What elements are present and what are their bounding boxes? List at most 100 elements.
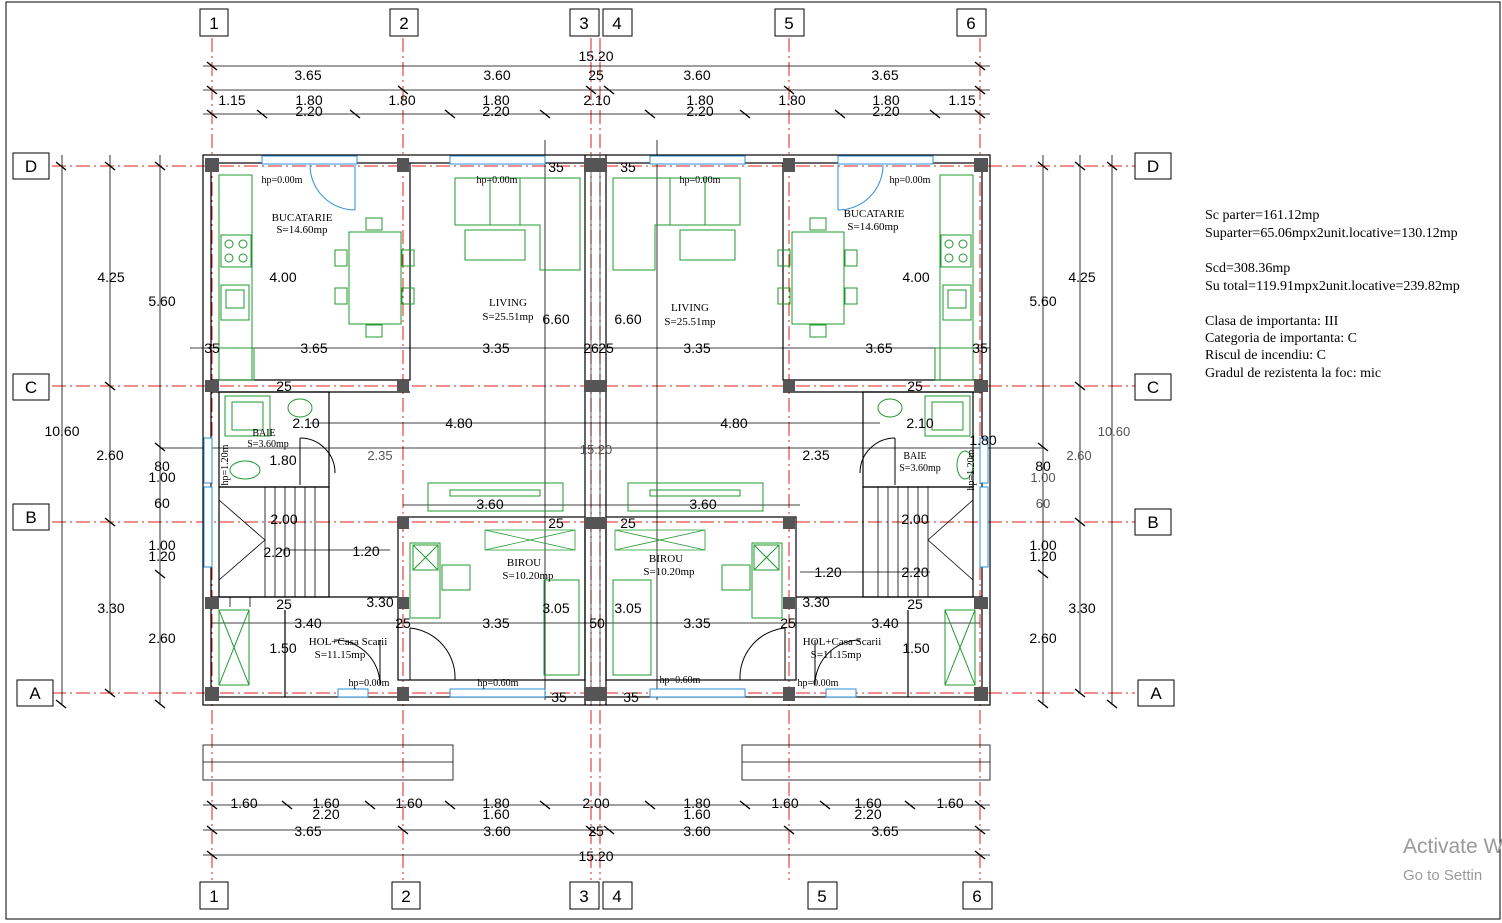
shelf-right (627, 482, 764, 512)
activate-windows-link[interactable]: Go to Settin (1403, 867, 1482, 884)
dim-corr-left: 4.80 (445, 415, 472, 431)
drawing-frame (5, 1, 1501, 920)
dim-right-b1: 2.60 (1029, 630, 1056, 646)
dim-mid: 15.20 (580, 442, 613, 457)
dim-top-r3-8: 1.15 (948, 92, 975, 108)
dim-top-r3-0: 1.15 (218, 92, 245, 108)
dim-top-sub-2: 2.20 (686, 103, 713, 119)
axis-4-bottom: 4 (612, 887, 621, 906)
dim-texts-inner: 3.65 4.00 3.35 6.60 3.65 4.00 3.35 6.60 … (204, 159, 997, 705)
dim-bot-r2-4: 3.65 (871, 823, 898, 839)
note-riscul: Riscul de incendiu: C (1205, 348, 1326, 363)
room-kitchen-left-area: S=14.60mp (276, 224, 328, 236)
hp-office-left: hp=0.60m (478, 678, 519, 689)
dim-bot-r1-2: 1.60 (395, 795, 422, 811)
dim-left-b0: 5.60 (148, 293, 175, 309)
axis-2-top: 2 (399, 14, 408, 33)
axis-3-bottom: 3 (579, 887, 588, 906)
desk-right (751, 542, 783, 619)
dim-h305-right: 3.05 (614, 600, 641, 616)
dim-t25-d: 25 (548, 515, 564, 531)
dim-left-c3: 1.00 (148, 537, 175, 553)
room-bath-right-area: S=3.60mp (899, 463, 940, 474)
dim-right-c0: 80 (1035, 458, 1051, 474)
dim-desk-left: 3.60 (476, 496, 503, 512)
dim-bot-sub-2: 1.60 (683, 806, 710, 822)
axis-labels-side: D C B A D C B A (12, 152, 1175, 707)
dim-bot-r1-6: 1.60 (771, 795, 798, 811)
office-chair-right (721, 564, 751, 591)
dim-t25-e: 25 (620, 515, 636, 531)
dim-t35-a: 35 (548, 159, 564, 175)
dim-bath-left-h: 1.80 (269, 452, 296, 468)
room-bath-left-area: S=3.60mp (247, 439, 288, 450)
axis-6-bottom: 6 (972, 887, 981, 906)
dim-t25-h: 25 (395, 615, 411, 631)
axis-2-bottom: 2 (401, 887, 410, 906)
dim-h50: 50 (589, 615, 605, 631)
axis-D-right: D (1147, 157, 1159, 176)
dim-bot-r2-0: 3.65 (294, 823, 321, 839)
room-hall-right-area: S=11.15mp (811, 649, 862, 661)
dim-top-r3-3: 1.80 (482, 92, 509, 108)
office-chair-left (441, 564, 471, 591)
dim-top-sub-1: 2.20 (482, 103, 509, 119)
dim-right-c2: 60 (1036, 496, 1050, 511)
dim-kitchen-right-h: 4.00 (902, 269, 929, 285)
dim-left-overall: 10.60 (44, 423, 79, 439)
dim-left-c4: 1.20 (148, 548, 175, 564)
axis-D-left: D (25, 157, 37, 176)
stove-icon (220, 234, 252, 268)
room-office-right-name: BIROU (649, 553, 683, 565)
dim-h150-left: 1.50 (269, 640, 296, 656)
sink-icon (220, 284, 250, 321)
wardrobe-right (944, 609, 976, 686)
dim-t25-i: 25 (780, 615, 796, 631)
room-living-left-area: S=25.51mp (482, 311, 534, 323)
room-living-right-name: LIVING (671, 302, 709, 314)
dim-living-left-h: 6.60 (542, 311, 569, 327)
room-bath-left-name: BAIE (252, 428, 275, 439)
room-bath-right-name: BAIE (903, 451, 926, 462)
axis-B-left: B (25, 508, 36, 527)
dim-right-a1: 2.60 (1066, 448, 1091, 463)
dim-kitchen-left-h: 4.00 (269, 269, 296, 285)
hp-kitchen-left: hp=0.00m (262, 175, 303, 186)
room-office-left-name: BIROU (507, 557, 541, 569)
dim-b22-right: 2.20 (901, 564, 928, 580)
dim-living-right-h: 6.60 (614, 311, 641, 327)
dim-top-r2-2: 25 (588, 67, 604, 83)
room-hall-left-area: S=11.15mp (315, 649, 366, 661)
dining-table-right (791, 231, 845, 325)
dim-top-r3-6: 1.80 (778, 92, 805, 108)
dim-kitchen-right-w: 3.65 (865, 340, 892, 356)
dim-left-c0: 80 (154, 458, 170, 474)
room-labels: BUCATARIE S=14.60mp BUCATARIE S=14.60mp … (247, 208, 940, 661)
axis-5-top: 5 (784, 14, 793, 33)
dim-bot-r1-1: 1.60 (312, 795, 339, 811)
dim-overall-top: 15.20 (578, 48, 613, 64)
dim-t35-e: 35 (204, 340, 220, 356)
dim-overall-bottom: 15.20 (578, 848, 613, 864)
dim-top-r2-4: 3.65 (871, 67, 898, 83)
dim-top-sub-0: 2.20 (295, 103, 322, 119)
sofa-right (612, 177, 741, 271)
dim-desk-right: 3.60 (689, 496, 716, 512)
washbasin-right (877, 398, 903, 418)
sink-icon-right (942, 284, 972, 321)
axis-labels-top: 1 2 3 4 5 6 (199, 8, 987, 37)
kitchen-counter-left (218, 174, 253, 381)
room-kitchen-right-name: BUCATARIE (844, 208, 905, 220)
note-suparter: Suparter=65.06mpx2unit.locative=130.12mp (1205, 226, 1458, 241)
dim-bot-r1-8: 1.60 (936, 795, 963, 811)
dim-t25-g: 25 (907, 596, 923, 612)
dim-h330-right: 3.30 (802, 594, 829, 610)
activate-windows-title[interactable]: Activate W (1403, 835, 1502, 858)
dim-bot-sub-3: 2.20 (854, 806, 881, 822)
dim-bot-r1-7: 1.60 (854, 795, 881, 811)
columns (205, 158, 988, 701)
dim-texts-bottom: 1.60 1.60 1.60 1.80 2.00 1.80 1.60 1.60 … (230, 795, 963, 864)
room-living-right-area: S=25.51mp (664, 316, 716, 328)
hp-kitchen-right: hp=0.00m (890, 175, 931, 186)
door-swings-black (299, 437, 896, 686)
